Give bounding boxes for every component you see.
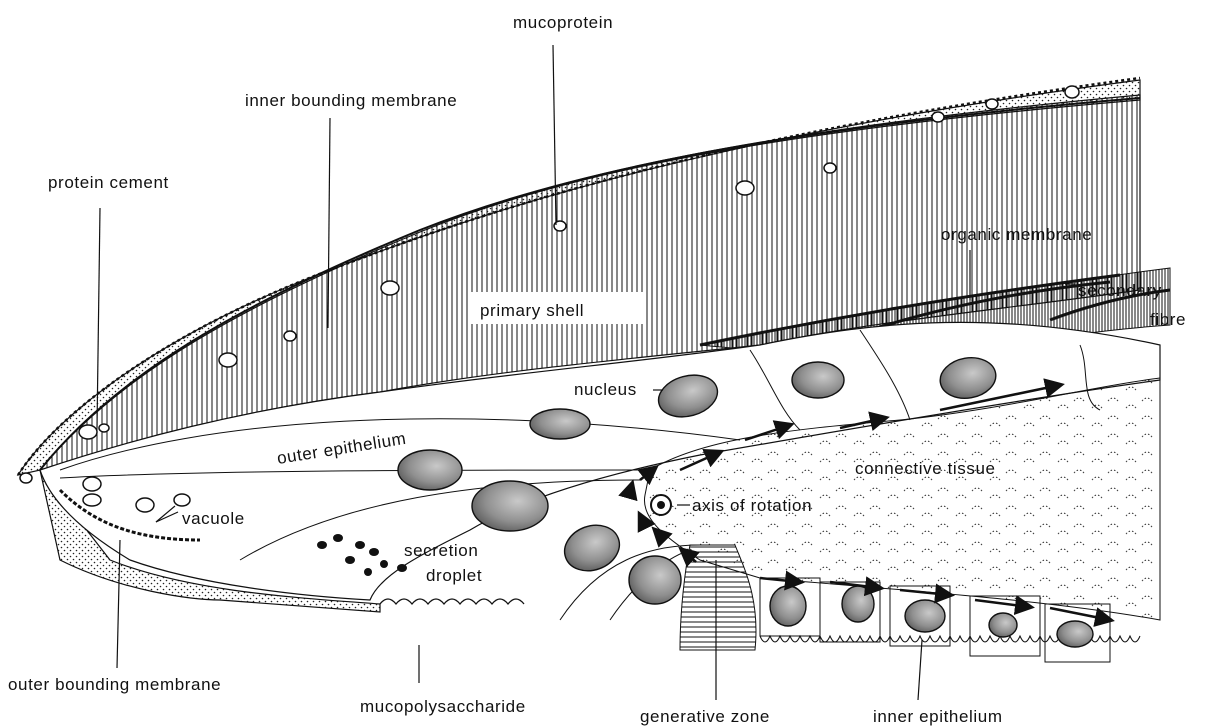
label-mucoprotein: mucoprotein (513, 13, 613, 32)
label-connective-tissue: connective tissue (855, 459, 996, 478)
mucopolysaccharide-edge (380, 599, 524, 604)
label-protein-cement: protein cement (48, 173, 169, 192)
label-axis-of-rotation: axis of rotation (692, 496, 812, 515)
label-mucopolysaccharide: mucopolysaccharide (360, 697, 526, 716)
label-organic-membrane: organic membrane (941, 225, 1092, 244)
label-primary-shell: primary shell (480, 301, 584, 320)
label-droplet: droplet (426, 566, 482, 585)
label-fibre: fibre (1150, 310, 1186, 329)
label-generative-zone: generative zone (640, 707, 770, 726)
label-inner-epithelium: inner epithelium (873, 707, 1003, 726)
label-outer-bounding-membrane: outer bounding membrane (8, 675, 221, 694)
label-nucleus: nucleus (574, 380, 637, 399)
label-vacuole: vacuole (182, 509, 245, 528)
axis-of-rotation-marker (651, 495, 671, 515)
label-secretion: secretion (404, 541, 478, 560)
label-secondary: secondary (1078, 281, 1162, 300)
label-inner-bounding-membrane: inner bounding membrane (245, 91, 457, 110)
